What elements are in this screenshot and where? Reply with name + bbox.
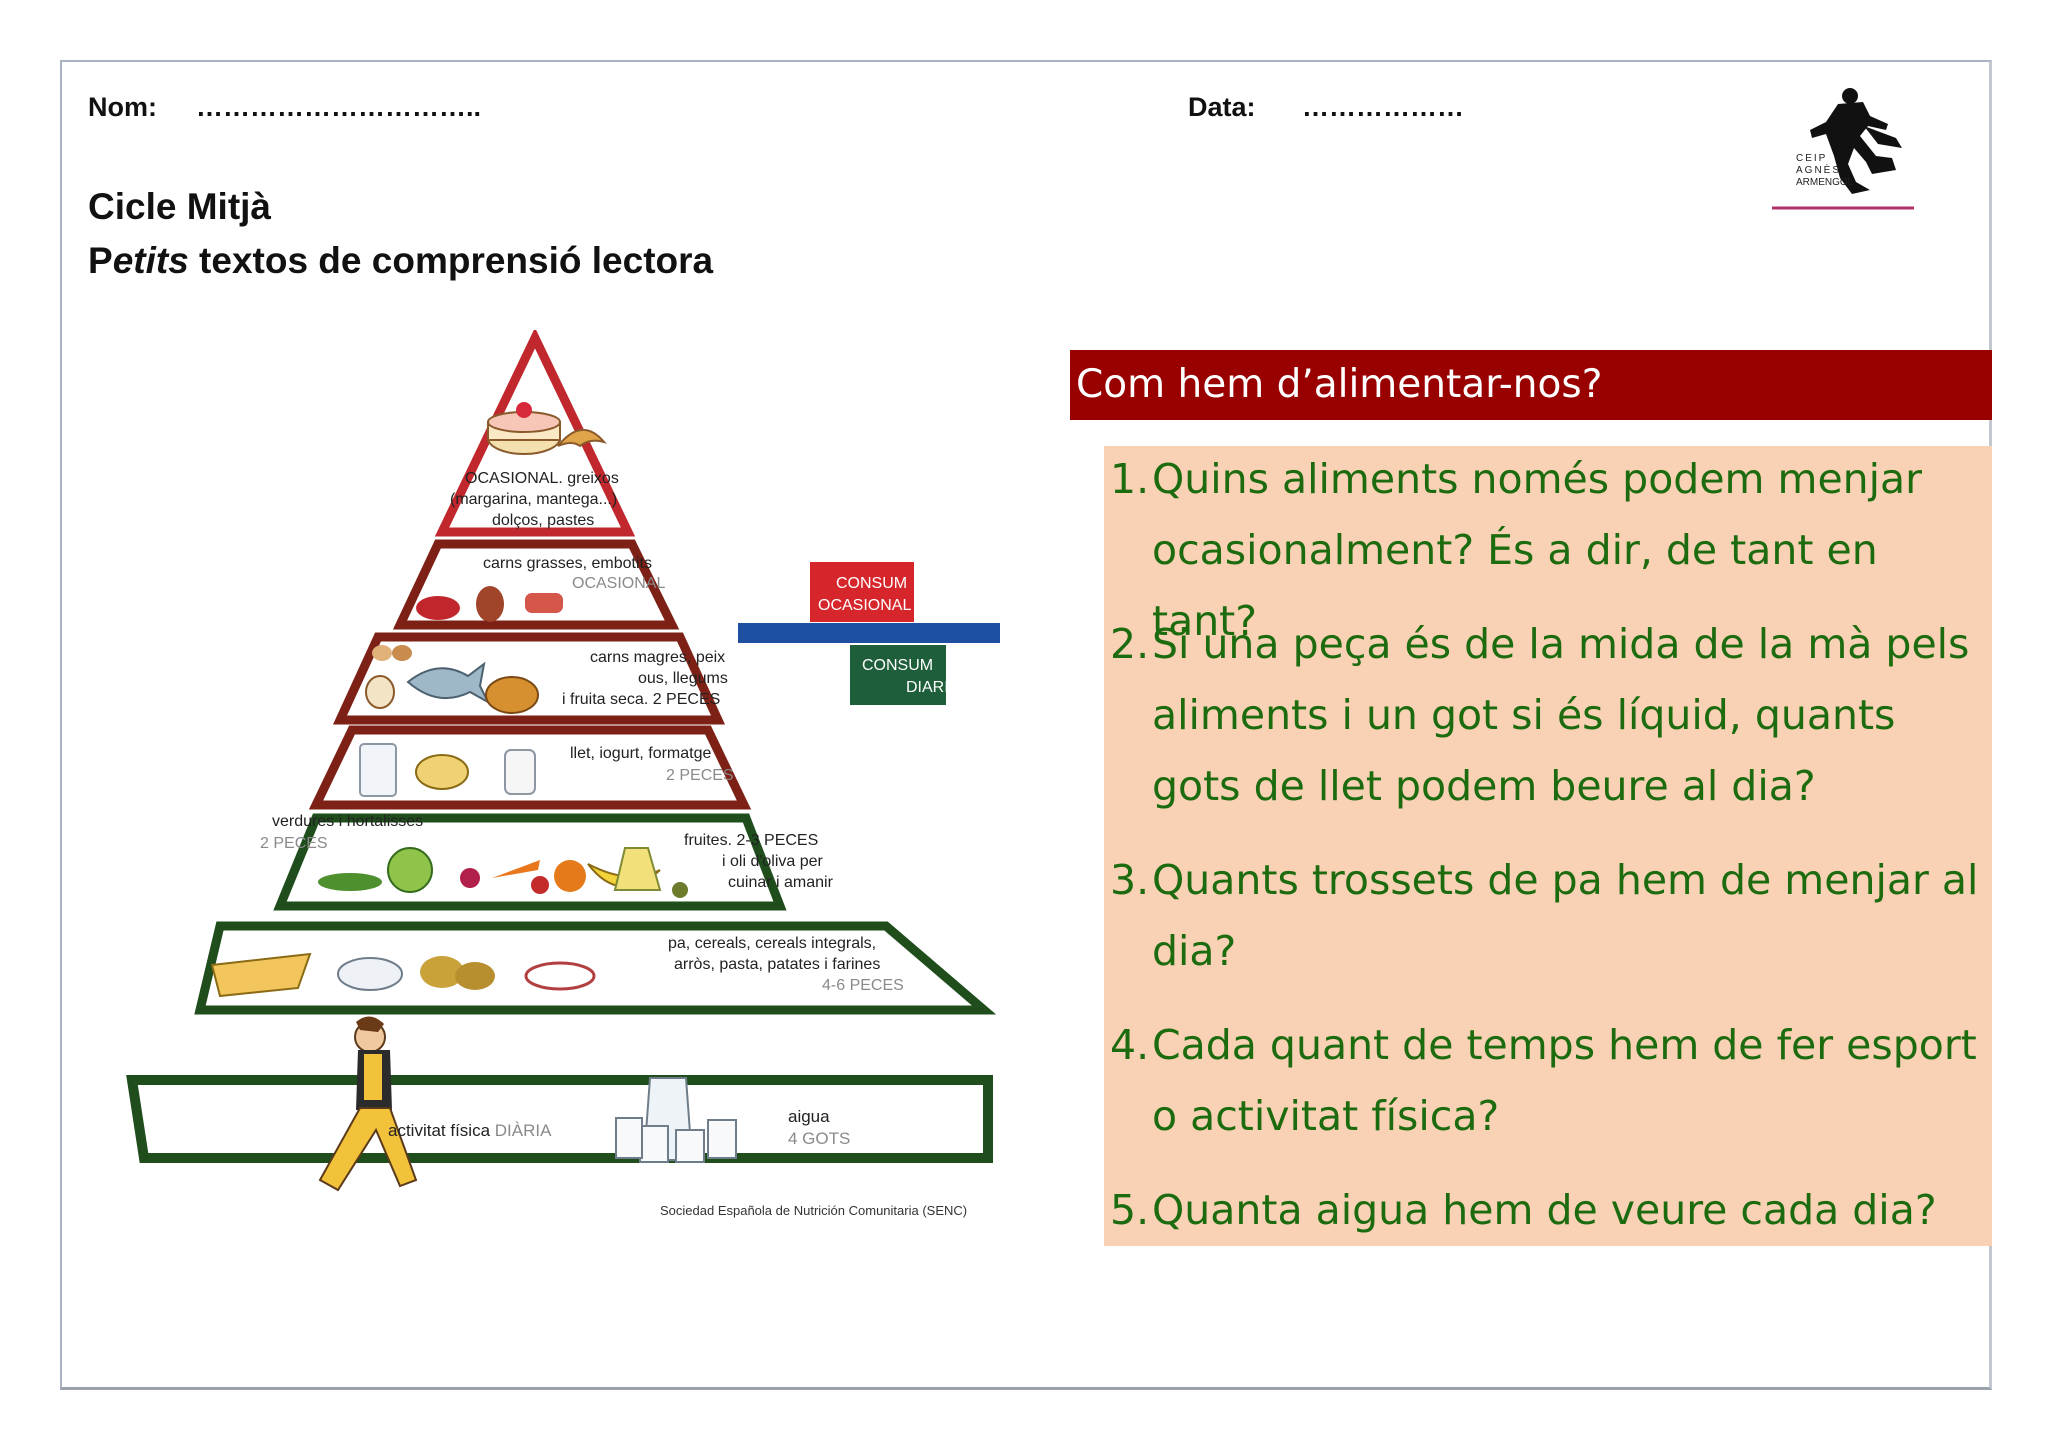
- egg-icon: [365, 645, 412, 709]
- tier3-text-1: carns magres, peix: [590, 649, 725, 666]
- activity-bar: [126, 1075, 993, 1163]
- rice-bowl-icon: [337, 957, 403, 991]
- tier6-text-2: arròs, pasta, patates i farines: [674, 956, 880, 973]
- water-text-2: 4 GOTS: [788, 1129, 850, 1148]
- cheese-icon: [415, 754, 469, 790]
- question-2: 2. Si una peça és de la mida de la mà pe…: [1110, 609, 1990, 822]
- pyramid-tier-2: [392, 539, 680, 630]
- name-label: Nom:: [88, 92, 157, 122]
- activity-label: activitat física: [388, 1121, 491, 1140]
- logo-line-1: CEIP: [1796, 153, 1827, 164]
- question-number: 5.: [1110, 1186, 1150, 1234]
- tier2-text-2: OCASIONAL: [572, 575, 665, 592]
- tier2-text-1: carns grasses, embotits: [483, 555, 652, 572]
- tier4-text-1: llet, iogurt, formatge: [570, 745, 712, 762]
- consum-diari-badge: [850, 645, 946, 705]
- tier1-text-2: (margarina, mantega...): [450, 491, 617, 508]
- subtitle-prefix: P: [88, 240, 113, 281]
- question-text: Si una peça és de la mida de la mà pels …: [1152, 620, 1970, 810]
- question-number: 1.: [1110, 455, 1150, 503]
- tier3-text-3: i fruita seca. 2 PECES: [562, 691, 720, 708]
- source-credit: Sociedad Española de Nutrición Comunitar…: [660, 1203, 967, 1218]
- section-title-banner: Com hem d’alimentar-nos?: [1070, 350, 1992, 420]
- cake-icon: [487, 402, 561, 455]
- name-field[interactable]: …………………………..: [196, 92, 482, 122]
- potatoes-icon: [420, 956, 495, 990]
- question-text: Quants trossets de pa hem de menjar al d…: [1152, 856, 1979, 975]
- question-text: Quanta aigua hem de veure cada dia?: [1152, 1186, 1937, 1234]
- tier3-text-2: ous, llegums: [638, 670, 728, 687]
- vegetables-icon: [318, 847, 540, 893]
- pyramid-tier-6-frame: [194, 921, 997, 1015]
- question-text: Cada quant de temps hem de fer esport o …: [1152, 1021, 1977, 1140]
- activity-frequency: DIÀRIA: [495, 1121, 552, 1140]
- tier5-left-text-2: 2 PECES: [260, 835, 328, 852]
- bread-icon: [210, 952, 312, 998]
- consum-ocasional-text-2: OCASIONAL: [818, 597, 911, 614]
- question-text: Quins aliments només podem menjar ocasio…: [1152, 455, 1923, 645]
- tier5-right-text-3: cuinar i amanir: [728, 874, 834, 891]
- consum-diari-text-2: DIARI: [906, 679, 949, 696]
- tier4-text-2: 2 PECES: [666, 767, 734, 784]
- runner-icon: [318, 1016, 418, 1192]
- date-label: Data:: [1188, 92, 1256, 122]
- food-pyramid: OCASIONAL. greixos (margarina, mantega..…: [126, 330, 1000, 1218]
- girl-silhouette-icon: [1810, 88, 1902, 194]
- pyramid-tier-3: [332, 632, 726, 725]
- tier6-text-3: 4-6 PECES: [822, 977, 904, 994]
- subtitle-italic: etits: [112, 240, 189, 281]
- milk-glass-icon: [359, 743, 397, 797]
- olive-oil-icon: [613, 847, 688, 898]
- sausage-icon: [416, 586, 504, 622]
- questions-box: [1104, 446, 1992, 1246]
- question-5: 5. Quanta aigua hem de veure cada dia?: [1110, 1175, 1990, 1246]
- water-text-1: aigua: [788, 1107, 830, 1126]
- meat-icon: [523, 591, 565, 615]
- activity-text: activitat física DIÀRIA: [388, 1121, 552, 1140]
- logo-line-2: AGNÈS: [1796, 163, 1841, 176]
- question-4: 4. Cada quant de temps hem de fer esport…: [1110, 1010, 1990, 1152]
- question-3: 3. Quants trossets de pa hem de menjar a…: [1110, 845, 1990, 987]
- logo-line-3: ARMENGOL: [1796, 177, 1854, 188]
- question-1: 1. Quins aliments només podem menjar oca…: [1110, 444, 1990, 657]
- consum-diari-text-1: CONSUM: [862, 657, 933, 674]
- tier5-right-text-2: i oli d'oliva per: [722, 853, 824, 870]
- croissant-icon: [557, 429, 607, 448]
- tier5-right-text-1: fruites. 2-3 PECES: [684, 832, 818, 849]
- fish-icon: [406, 661, 491, 705]
- subtitle-rest: textos de comprensió lectora: [188, 240, 714, 281]
- date-field[interactable]: ………………: [1302, 92, 1464, 122]
- consum-ocasional-badge: [810, 562, 914, 622]
- tier1-text-1: OCASIONAL. greixos: [465, 470, 619, 487]
- chicken-icon: [485, 676, 539, 714]
- tier1-text-3: dolços, pastes: [492, 512, 594, 529]
- pasta-plate-icon: [524, 961, 596, 991]
- blue-divider: [738, 623, 1000, 643]
- yogurt-icon: [504, 749, 536, 795]
- question-number: 4.: [1110, 1021, 1150, 1069]
- question-number: 2.: [1110, 620, 1150, 668]
- tier5-left-text-1: verdures i hortalisses: [272, 813, 423, 830]
- water-jug-icon: [615, 1077, 737, 1163]
- tier6-text-1: pa, cereals, cereals integrals,: [668, 935, 876, 952]
- consum-ocasional-text-1: CONSUM: [836, 575, 907, 592]
- cycle-title: Cicle Mitjà: [88, 186, 271, 227]
- school-logo: CEIP AGNÈS ARMENGOL: [1772, 88, 1914, 210]
- worksheet-subtitle: Petits textos de comprensió lectora: [88, 240, 713, 282]
- question-number: 3.: [1110, 856, 1150, 904]
